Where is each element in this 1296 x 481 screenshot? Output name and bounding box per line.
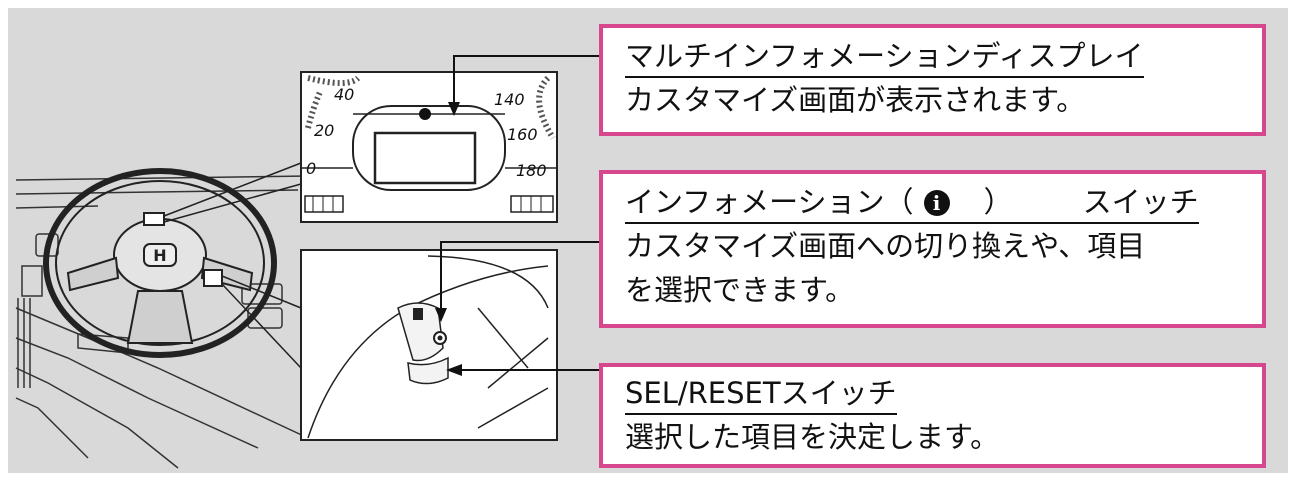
info-icon: i bbox=[923, 190, 950, 216]
cluster-inset bbox=[300, 71, 558, 223]
info-switch-description-line2: を選択できます。 bbox=[625, 273, 855, 307]
sel-reset-callout: SEL/RESETスイッチ 選択した項目を決定します。 bbox=[599, 363, 1266, 468]
diagram-canvas: H bbox=[8, 8, 1288, 473]
info-pointer bbox=[440, 241, 599, 313]
dashboard-illustration: H bbox=[15, 55, 599, 469]
svg-text:H: H bbox=[153, 246, 166, 265]
sel-reset-callout-title: SEL/RESETスイッチ bbox=[625, 373, 897, 415]
display-arrowhead bbox=[448, 102, 460, 116]
gauge-tick-0: 0 bbox=[306, 159, 316, 178]
gauge-tick-labels: 40 20 0 140 160 180 bbox=[306, 85, 547, 180]
info-switch-description-line1: カスタマイズ画面への切り換えや、項目 bbox=[625, 229, 1146, 263]
display-callout: マルチインフォメーションディスプレイ カスタマイズ画面が表示されます。 bbox=[599, 24, 1266, 136]
display-callout-description: カスタマイズ画面が表示されます。 bbox=[625, 83, 1086, 117]
info-switch-title-part1: インフォメーション（ bbox=[625, 185, 914, 219]
info-switch-title-part3: スイッチ bbox=[1082, 185, 1199, 219]
info-switch-title-part2: ） bbox=[983, 185, 1013, 219]
gauge-tick-180: 180 bbox=[516, 161, 547, 180]
zoom-leader-lines bbox=[163, 162, 302, 369]
gauge-tick-20: 20 bbox=[314, 121, 334, 140]
info-switch-callout-title: インフォメーション（ i ） スイッチ bbox=[625, 182, 1199, 224]
gauge-tick-40: 40 bbox=[334, 85, 354, 104]
sel-arrowhead bbox=[446, 364, 462, 376]
display-callout-title: マルチインフォメーションディスプレイ bbox=[625, 36, 1144, 78]
gauge-tick-140: 140 bbox=[494, 90, 525, 109]
callout-pointers bbox=[440, 55, 599, 371]
info-switch-callout: インフォメーション（ i ） スイッチ カスタマイズ画面への切り換えや、項目 を選択で… bbox=[599, 170, 1266, 328]
pointer-arrowheads bbox=[435, 102, 462, 376]
switch-inset bbox=[300, 249, 558, 441]
steering-wheel: H bbox=[43, 168, 277, 358]
display-pointer bbox=[453, 55, 599, 108]
gauge-tick-160: 160 bbox=[507, 125, 538, 144]
sel-reset-callout-description: 選択した項目を決定します。 bbox=[625, 420, 1000, 454]
info-arrowhead bbox=[435, 308, 447, 322]
